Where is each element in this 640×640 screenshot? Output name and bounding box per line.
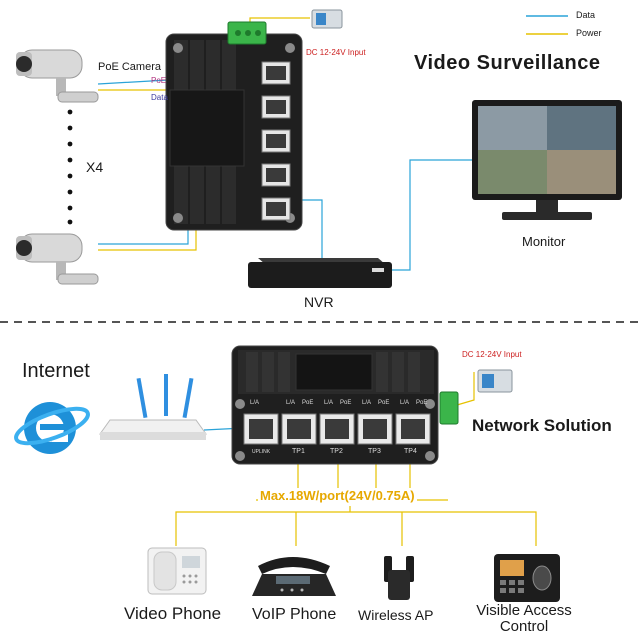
led-label: PoE [378, 400, 390, 406]
power-adapter-icon [477, 369, 513, 393]
power-spec-label: Max.18W/port(24V/0.75A) [258, 488, 417, 503]
led-label: L/A [324, 400, 334, 406]
data-label: Data [151, 93, 168, 102]
video-phone-icon [147, 547, 207, 595]
legend-data-label: Data [576, 10, 596, 20]
network-solution-title: Network Solution [472, 416, 612, 435]
led-label: PoE [340, 400, 352, 406]
video-surveillance-title: Video Surveillance [414, 52, 601, 74]
device-label-wireless-ap: Wireless AP [358, 607, 434, 623]
led-label: PoE [416, 400, 428, 406]
device-label-video-phone: Video Phone [124, 604, 222, 623]
device-label-access-control: Visible Access Control [476, 602, 572, 635]
internet-label: Internet [22, 360, 90, 382]
voip-phone-icon [252, 557, 336, 596]
led-label: PoE [302, 400, 314, 406]
nvr-icon [248, 258, 392, 288]
wireless-ap-icon [384, 556, 414, 600]
led-label: L/A [250, 400, 260, 406]
nvr-label: NVR [304, 294, 334, 310]
port-label-uplink: UPLINK [252, 449, 271, 455]
port-label-tp4: TP4 [404, 448, 417, 455]
monitor-label: Monitor [522, 234, 566, 249]
led-label: L/A [400, 400, 410, 406]
led-label: L/A [362, 400, 372, 406]
poe-switch-vertical [165, 21, 303, 231]
power-adapter-icon [311, 9, 343, 29]
poe-camera-icon [16, 233, 99, 285]
camera-label: PoE Camera [98, 61, 161, 73]
port-label-tp2: TP2 [330, 448, 343, 455]
port-label-tp1: TP1 [292, 448, 305, 455]
dc-input-label: DC 12-24V Input [306, 48, 366, 57]
multiplier-label: X4 [86, 159, 104, 175]
led-label: L/A [286, 400, 296, 406]
poe-camera-icon [16, 49, 99, 103]
port-label-tp3: TP3 [368, 448, 381, 455]
legend [526, 15, 568, 35]
monitor-icon [472, 100, 622, 220]
dc-input-label: DC 12-24V Input [462, 350, 522, 359]
router-icon [99, 374, 207, 440]
legend-power-label: Power [576, 28, 602, 38]
access-control-icon [494, 554, 560, 602]
poe-switch-horizontal [231, 345, 459, 465]
camera-dots [67, 109, 73, 225]
poe-label: PoE [151, 76, 167, 85]
internet-explorer-icon [14, 402, 90, 454]
device-label-voip-phone: VoIP Phone [252, 606, 337, 623]
